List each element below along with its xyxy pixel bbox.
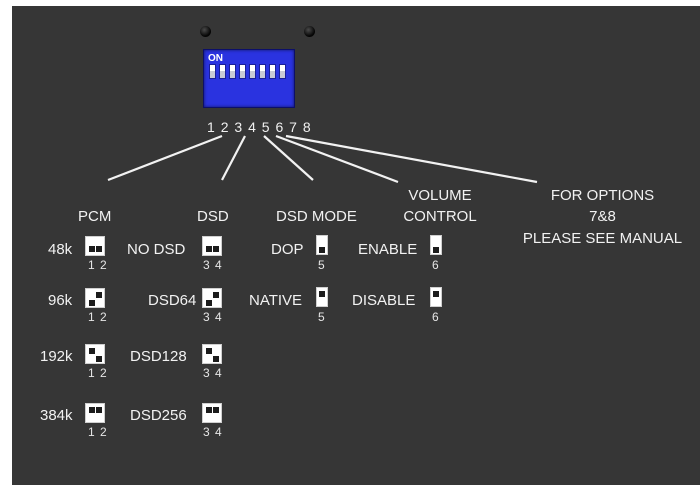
left-screw-icon bbox=[200, 26, 211, 37]
dip-toggle-5 bbox=[249, 64, 256, 79]
dip-toggle-3 bbox=[229, 64, 236, 79]
jumper-pin-icon bbox=[89, 407, 95, 413]
pcm-48k-jumper bbox=[85, 236, 105, 256]
dsd-none-pins: 3 4 bbox=[203, 258, 223, 272]
jumper-pin-icon bbox=[89, 246, 95, 252]
jumper-pin-icon bbox=[89, 348, 95, 354]
pcm-96k-pins: 1 2 bbox=[88, 310, 108, 324]
options-line1: FOR OPTIONS bbox=[550, 187, 655, 204]
pcm-192k-pins: 1 2 bbox=[88, 366, 108, 380]
leader-line-options bbox=[285, 134, 538, 184]
dip-on-label: ON bbox=[208, 53, 223, 64]
position-1: 1 bbox=[207, 119, 216, 135]
dsd-mode-native-pins: 5 bbox=[318, 310, 326, 324]
dsd-mode-dop-jumper bbox=[316, 235, 328, 255]
volume-disable-pins: 6 bbox=[432, 310, 440, 324]
jumper-pin-icon bbox=[433, 291, 439, 297]
leader-line-dsd-mode bbox=[263, 135, 314, 181]
dip-toggle-6 bbox=[259, 64, 266, 79]
jumper-pin-icon bbox=[96, 292, 102, 298]
switch-position-numbers: 1 2 3 4 5 6 7 8 bbox=[207, 119, 312, 135]
dsd64-jumper bbox=[202, 288, 222, 308]
dip-toggle-1 bbox=[209, 64, 216, 79]
dsd128-pins: 3 4 bbox=[203, 366, 223, 380]
panel-background bbox=[12, 6, 700, 485]
jumper-pin-icon bbox=[319, 247, 325, 253]
dsd128-jumper bbox=[202, 344, 222, 364]
options-line3: PLEASE SEE MANUAL bbox=[522, 230, 683, 247]
pcm-384k-label: 384k bbox=[40, 407, 73, 424]
position-4: 4 bbox=[248, 119, 257, 135]
jumper-pin-icon bbox=[213, 407, 219, 413]
jumper-pin-icon bbox=[206, 300, 212, 306]
jumper-pin-icon bbox=[213, 246, 219, 252]
jumper-pin-icon bbox=[89, 300, 95, 306]
dsd-header: DSD bbox=[197, 208, 229, 225]
position-2: 2 bbox=[220, 119, 230, 135]
position-6: 6 bbox=[275, 119, 285, 135]
dsd256-pins: 3 4 bbox=[203, 425, 223, 439]
jumper-pin-icon bbox=[206, 348, 212, 354]
jumper-pin-icon bbox=[96, 246, 102, 252]
dsd-mode-dop-pins: 5 bbox=[318, 258, 326, 272]
dsd-mode-native-label: NATIVE bbox=[249, 292, 303, 309]
pcm-header: PCM bbox=[78, 208, 112, 225]
jumper-pin-icon bbox=[213, 292, 219, 298]
dip-toggle-4 bbox=[239, 64, 246, 79]
volume-header-line1: VOLUME bbox=[408, 187, 472, 204]
volume-disable-jumper bbox=[430, 287, 442, 307]
volume-enable-label: ENABLE bbox=[358, 241, 418, 258]
pcm-384k-pins: 1 2 bbox=[88, 425, 108, 439]
right-screw-icon bbox=[304, 26, 315, 37]
jumper-pin-icon bbox=[96, 407, 102, 413]
pcm-48k-pins: 1 2 bbox=[88, 258, 108, 272]
volume-header-line2: CONTROL bbox=[403, 208, 477, 225]
jumper-pin-icon bbox=[319, 291, 325, 297]
volume-enable-pins: 6 bbox=[432, 258, 440, 272]
pcm-192k-label: 192k bbox=[40, 348, 73, 365]
dsd-none-jumper bbox=[202, 236, 222, 256]
position-7: 7 bbox=[289, 119, 298, 135]
leader-line-pcm bbox=[107, 134, 223, 182]
dsd64-label: DSD64 bbox=[148, 292, 197, 309]
position-5: 5 bbox=[261, 119, 271, 135]
dip-toggle-7 bbox=[269, 64, 276, 79]
dsd64-pins: 3 4 bbox=[203, 310, 223, 324]
dsd-mode-dop-label: DOP bbox=[271, 241, 304, 258]
position-8: 8 bbox=[302, 119, 312, 135]
dsd256-label: DSD256 bbox=[130, 407, 187, 424]
dip-toggle-8 bbox=[279, 64, 286, 79]
pcm-48k-label: 48k bbox=[48, 241, 73, 258]
dip-toggle-2 bbox=[219, 64, 226, 79]
dsd-none-label: NO DSD bbox=[127, 241, 186, 258]
jumper-pin-icon bbox=[206, 407, 212, 413]
dip-switch: ON bbox=[203, 49, 295, 108]
dsd256-jumper bbox=[202, 403, 222, 423]
jumper-pin-icon bbox=[213, 356, 219, 362]
dsd-mode-native-jumper bbox=[316, 287, 328, 307]
leader-line-volume bbox=[275, 134, 399, 184]
jumper-pin-icon bbox=[206, 246, 212, 252]
pcm-96k-jumper bbox=[85, 288, 105, 308]
jumper-pin-icon bbox=[433, 247, 439, 253]
pcm-192k-jumper bbox=[85, 344, 105, 364]
leader-line-dsd bbox=[221, 135, 246, 181]
jumper-pin-icon bbox=[96, 356, 102, 362]
pcm-384k-jumper bbox=[85, 403, 105, 423]
pcm-96k-label: 96k bbox=[48, 292, 73, 309]
dsd-mode-header: DSD MODE bbox=[276, 208, 357, 225]
options-line2: 7&8 bbox=[589, 208, 616, 225]
volume-enable-jumper bbox=[430, 235, 442, 255]
position-3: 3 bbox=[234, 119, 244, 135]
dsd128-label: DSD128 bbox=[130, 348, 187, 365]
volume-disable-label: DISABLE bbox=[352, 292, 416, 309]
